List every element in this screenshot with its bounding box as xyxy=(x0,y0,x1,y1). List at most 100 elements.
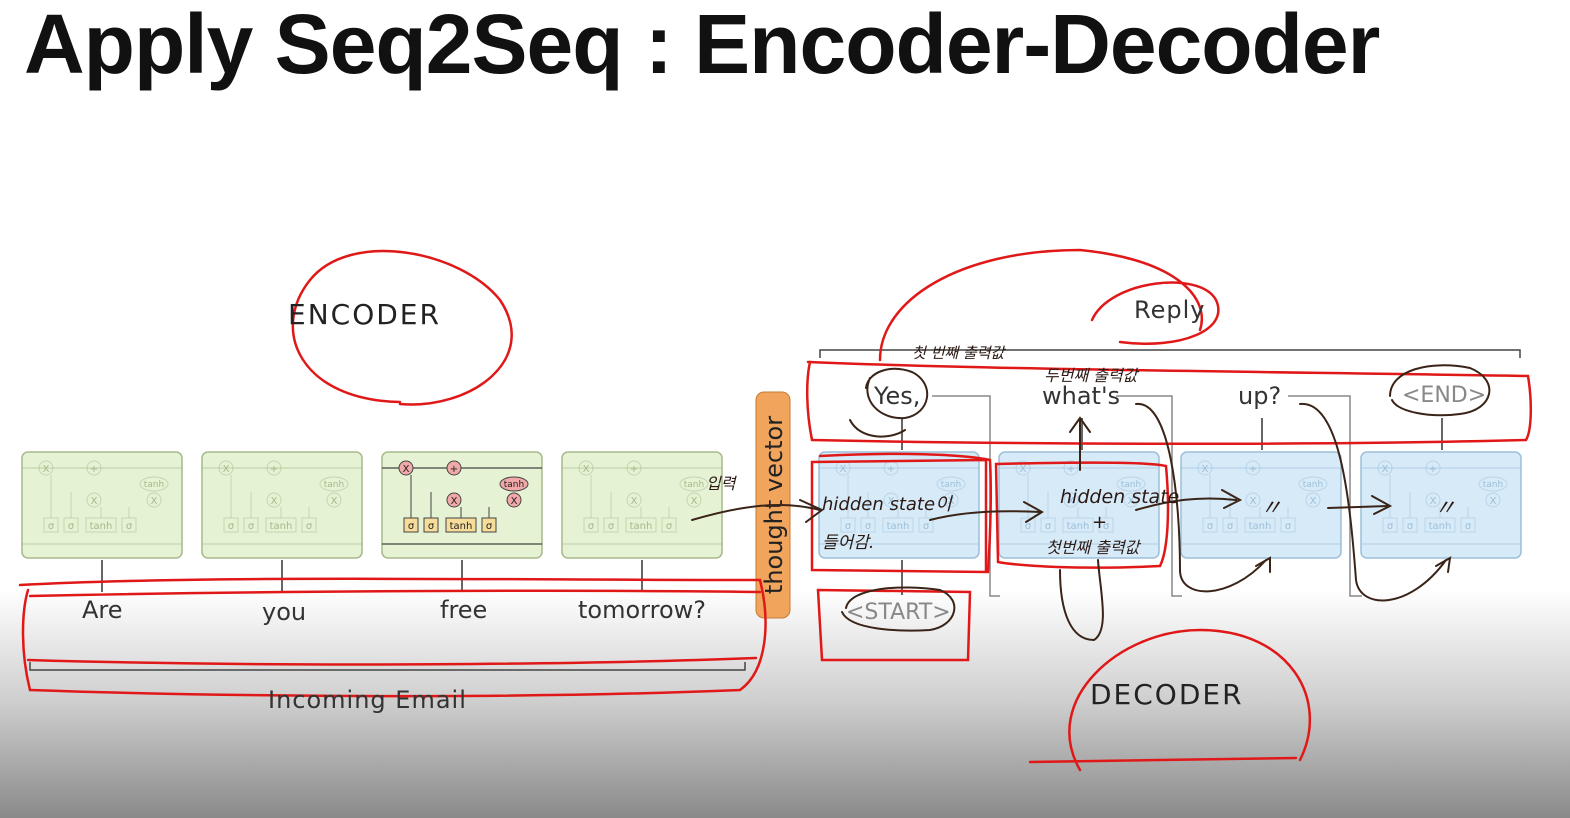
gate-label: σ xyxy=(1285,521,1292,532)
op-node xyxy=(686,492,702,508)
slide-title: Apply Seq2Seq : Encoder-Decoder xyxy=(24,0,1380,91)
red-ink-stroke xyxy=(810,458,988,574)
handwritten-hidden-state-1b: 들어감. xyxy=(822,533,875,553)
op-label: X xyxy=(331,496,338,507)
op-label: + xyxy=(1067,464,1075,475)
op-label: X xyxy=(271,496,278,507)
red-ink-stroke xyxy=(805,360,1533,446)
op-node xyxy=(626,492,642,508)
op-node xyxy=(506,492,522,508)
gate-label: σ xyxy=(1407,521,1414,532)
op-node xyxy=(398,460,414,476)
op-node xyxy=(1245,492,1261,508)
cell-box xyxy=(561,451,723,559)
op-label: X xyxy=(1020,464,1027,475)
op-label: + xyxy=(1429,464,1437,475)
handwritten-second-output: 두번째 출력값 xyxy=(1044,366,1138,385)
op-label: + xyxy=(630,464,638,475)
brown-ink-stroke xyxy=(1299,402,1452,602)
gate-label: tanh xyxy=(90,521,113,532)
op-node xyxy=(1015,460,1031,476)
op-label: X xyxy=(1250,496,1257,507)
decoder-label: DECODER xyxy=(1090,678,1244,711)
red-ink-stroke xyxy=(26,589,762,666)
gate-label: tanh xyxy=(1249,521,1272,532)
tanh-node xyxy=(936,476,966,492)
feedback-loop xyxy=(1116,395,1182,597)
tanh-node xyxy=(139,476,169,492)
op-label: X xyxy=(151,496,158,507)
input-word: you xyxy=(262,598,307,626)
op-label: X xyxy=(1068,496,1075,507)
op-node xyxy=(1063,460,1079,476)
brown-ink-stroke xyxy=(691,499,824,523)
op-label: X xyxy=(91,496,98,507)
op-label: X xyxy=(1202,464,1209,475)
cell-box xyxy=(381,451,543,559)
op-node xyxy=(883,492,899,508)
op-label: X xyxy=(948,496,955,507)
red-ink-stroke xyxy=(878,248,1203,362)
gate-label: σ xyxy=(1045,521,1052,532)
gate-label: σ xyxy=(588,521,595,532)
handwritten-ditto: 〃 xyxy=(1260,496,1283,521)
op-label: + xyxy=(450,464,458,475)
op-node xyxy=(1197,460,1213,476)
op-label: X xyxy=(1128,496,1135,507)
op-label: X xyxy=(403,464,410,475)
handwritten-hidden-state-1: hidden state이 xyxy=(822,494,952,515)
tanh-node xyxy=(319,476,349,492)
gate-label: σ xyxy=(228,521,235,532)
gate-label: σ xyxy=(126,521,133,532)
op-node xyxy=(578,460,594,476)
gate-label: σ xyxy=(306,521,313,532)
red-ink-stroke xyxy=(816,588,972,662)
op-label: + xyxy=(887,464,895,475)
gate-label: tanh xyxy=(1067,521,1090,532)
op-label: X xyxy=(451,496,458,507)
cell-box xyxy=(1360,451,1522,559)
op-label: X xyxy=(583,464,590,475)
gate-label: σ xyxy=(248,521,255,532)
tanh-node xyxy=(1478,476,1508,492)
tanh-label: tanh xyxy=(324,480,344,490)
gate-label: σ xyxy=(68,521,75,532)
brown-ink-stroke xyxy=(849,419,906,438)
op-node xyxy=(86,492,102,508)
brown-ink-stroke xyxy=(1059,559,1104,642)
op-node xyxy=(446,460,462,476)
cell-box xyxy=(21,451,183,559)
op-node xyxy=(1245,460,1261,476)
op-label: X xyxy=(1490,496,1497,507)
brown-ink-stroke xyxy=(1069,416,1091,471)
op-label: X xyxy=(43,464,50,475)
tanh-label: tanh xyxy=(504,480,524,490)
input-word: Are xyxy=(82,596,123,624)
tanh-node xyxy=(679,476,709,492)
op-node xyxy=(266,460,282,476)
handwritten-hidden-state-2: hidden state xyxy=(1060,486,1180,508)
op-label: X xyxy=(1310,496,1317,507)
gate-label: σ xyxy=(486,521,493,532)
handwritten-plus: + xyxy=(1092,512,1108,533)
tanh-node xyxy=(499,476,529,492)
op-node xyxy=(146,492,162,508)
op-node xyxy=(446,492,462,508)
gate-label: σ xyxy=(1025,521,1032,532)
op-node xyxy=(86,460,102,476)
brown-ink-stroke xyxy=(841,586,956,632)
red-ink-stroke xyxy=(291,249,513,406)
op-node xyxy=(626,460,642,476)
brown-ink-stroke xyxy=(865,367,929,420)
tanh-node xyxy=(1116,476,1146,492)
op-node xyxy=(1123,492,1139,508)
op-label: X xyxy=(691,496,698,507)
gate-label: σ xyxy=(608,521,615,532)
op-label: + xyxy=(1249,464,1257,475)
op-node xyxy=(1425,460,1441,476)
op-node xyxy=(1425,492,1441,508)
